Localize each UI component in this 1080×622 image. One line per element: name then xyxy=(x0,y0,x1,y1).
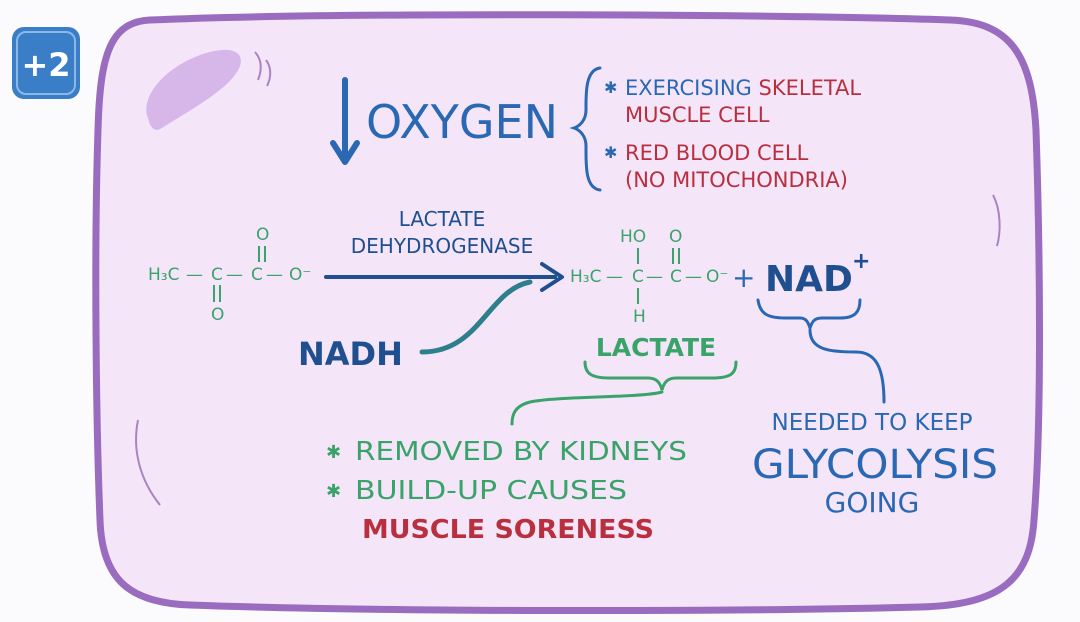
enzyme-line-1: LACTATE xyxy=(399,207,486,231)
pyruvate-c1: C xyxy=(211,265,223,285)
lactate-o-top: O xyxy=(669,227,682,247)
cell-membrane xyxy=(92,11,1043,615)
condition-1-line-2: MUSCLE CELL xyxy=(625,103,770,127)
pyruvate-o-top: O xyxy=(256,225,269,245)
membrane-highlight xyxy=(146,49,241,130)
nad-brace xyxy=(756,298,862,333)
lactate-bond-1: — xyxy=(606,267,623,287)
pyruvate-c2: C xyxy=(251,265,263,285)
nad-label: NAD xyxy=(765,259,853,300)
badge-label: +2 xyxy=(21,46,70,84)
lactate-note-2: BUILD-UP CAUSES xyxy=(355,476,627,506)
pyruvate-bond-1: — xyxy=(186,265,203,285)
nad-note-line-1: NEEDED TO KEEP xyxy=(771,410,972,436)
lactate-note-bullet-2: ✱ xyxy=(326,481,341,502)
reaction-arrow-head xyxy=(540,262,564,292)
pyruvate-o-minus: O⁻ xyxy=(289,265,311,285)
membrane-highlight-stroke-3 xyxy=(992,194,1001,247)
pyruvate-bond-2: — xyxy=(226,265,243,285)
badge-box xyxy=(12,27,80,99)
membrane-highlight-stroke-1 xyxy=(254,51,262,81)
condition-1-part-b: SKELETAL xyxy=(759,76,862,100)
lactate-bond-2: — xyxy=(646,267,663,287)
lactate-ho: HO xyxy=(620,227,646,247)
condition-1-part-a: EXERCISING xyxy=(625,76,759,100)
lactate-c2: C xyxy=(670,267,682,287)
oxygen-heading: OXYGEN xyxy=(366,95,558,149)
lactate-label: LACTATE xyxy=(596,333,716,362)
lactate-o-minus: O⁻ xyxy=(706,267,728,287)
lactate-bond-3: — xyxy=(685,267,702,287)
pyruvate-o-bottom: O xyxy=(211,305,224,325)
lactate-h-bottom: H xyxy=(633,307,646,327)
membrane-highlight-stroke-4 xyxy=(135,419,161,506)
condition-2-line-2: (NO MITOCHONDRIA) xyxy=(625,168,848,192)
lactate-note-bullet-1: ✱ xyxy=(326,442,341,463)
pyruvate-structure: H₃C — C — C — O⁻ O O xyxy=(148,225,311,325)
lactate-brace xyxy=(583,360,738,391)
conditions-brace xyxy=(569,66,602,192)
lactate-c1: C xyxy=(632,267,644,287)
lactate-structure: H₃C — C — C — O⁻ HO O H xyxy=(570,227,728,327)
condition-1-line-1: EXERCISING SKELETAL xyxy=(625,76,861,100)
nadh-label: NADH xyxy=(298,335,403,373)
badge-inner xyxy=(16,31,76,95)
condition-2-line-1: RED BLOOD CELL xyxy=(625,141,809,165)
nadh-curved-arrow xyxy=(419,279,533,355)
lactate-h3c: H₃C xyxy=(570,267,601,287)
lactate-note-1: REMOVED BY KIDNEYS xyxy=(355,437,687,467)
nad-connector xyxy=(808,328,886,404)
pyruvate-h3c: H₃C xyxy=(148,265,179,285)
enzyme-line-2: DEHYDROGENASE xyxy=(351,234,533,258)
condition-bullet-2: ✱ xyxy=(604,143,617,162)
pyruvate-bond-3: — xyxy=(266,265,283,285)
nad-charge: + xyxy=(852,249,870,274)
nad-note-line-3: GOING xyxy=(825,486,920,519)
lactate-note-2-line-2: MUSCLE SORENESS xyxy=(362,515,654,545)
plus-sign: + xyxy=(732,261,755,294)
down-arrow-head xyxy=(330,140,360,165)
nad-note-line-2: GLYCOLYSIS xyxy=(752,442,998,488)
lactate-connector xyxy=(510,390,664,426)
membrane-highlight-stroke-2 xyxy=(265,59,272,87)
condition-bullet-1: ✱ xyxy=(604,78,617,97)
